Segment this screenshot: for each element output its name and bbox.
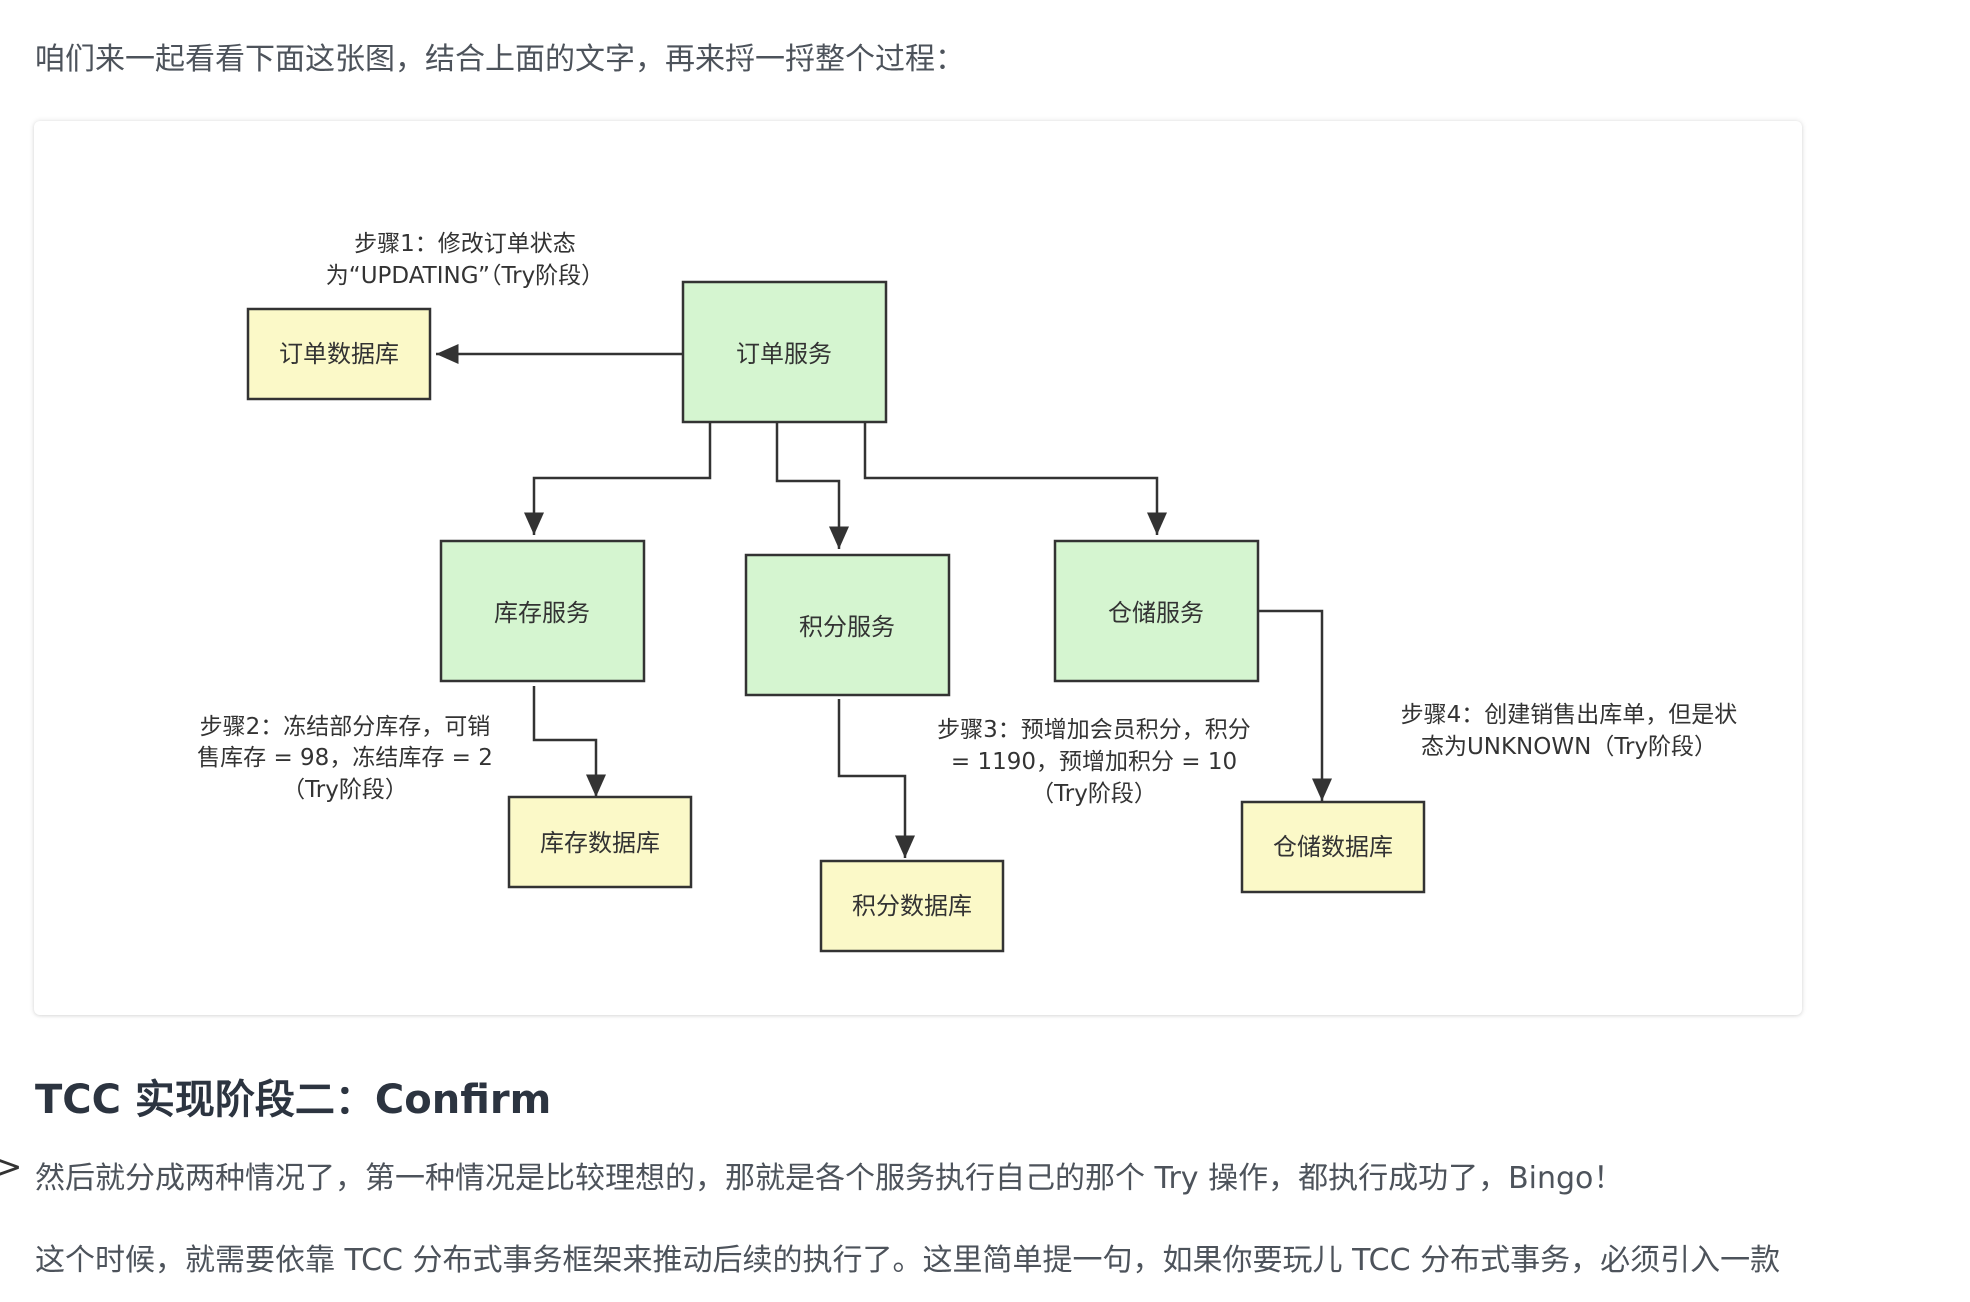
step3-note: 步骤3：预增加会员积分，积分 = 1190，预增加积分 = 10 （Try阶段） [937, 717, 1251, 807]
arrow-order-service-to-inventory-service [524, 422, 712, 535]
tcc-try-phase-figure: 订单服务 库存服务 积分服务 仓储服务 订单数据库 库存数据库 积分数据库 [34, 121, 1802, 1015]
warehouse-db-node: 仓储数据库 [1240, 800, 1426, 894]
arrow-order-service-to-warehouse-service [863, 422, 1167, 535]
order-db-node: 订单数据库 [246, 307, 432, 401]
points-service-node: 积分服务 [744, 553, 951, 697]
intro-paragraph: 咱们来一起看看下面这张图，结合上面的文字，再来捋一捋整个过程： [35, 42, 965, 77]
step1-note-line: 步骤1：修改订单状态 [354, 231, 576, 257]
inventory-service-label: 库存服务 [494, 599, 590, 627]
step2-note: 步骤2：冻结部分库存，可销 售库存 = 98，冻结库存 = 2 （Try阶段） [197, 714, 493, 803]
step4-note-line: 步骤4：创建销售出库单，但是状 [1401, 702, 1738, 728]
step2-note-line: 售库存 = 98，冻结库存 = 2 [197, 745, 493, 771]
step1-note-line: 为“UPDATING”（Try阶段） [326, 263, 604, 289]
chevron-right-icon[interactable]: > [0, 1147, 23, 1187]
arrow-inventory-service-to-inventory-db [532, 686, 606, 797]
step2-note-line: 步骤2：冻结部分库存，可销 [200, 714, 491, 740]
warehouse-db-label: 仓储数据库 [1273, 833, 1393, 861]
inventory-db-label: 库存数据库 [540, 829, 660, 857]
inventory-db-node: 库存数据库 [507, 795, 693, 889]
points-db-label: 积分数据库 [852, 892, 972, 920]
step4-note: 步骤4：创建销售出库单，但是状 态为UNKNOWN（Try阶段） [1401, 702, 1738, 760]
step3-note-line: （Try阶段） [1031, 781, 1157, 807]
arrow-warehouse-service-to-warehouse-db [1250, 609, 1332, 801]
step3-note-line: = 1190，预增加积分 = 10 [951, 749, 1237, 775]
inventory-service-node: 库存服务 [439, 539, 646, 683]
arrow-order-service-to-points-service [775, 422, 849, 549]
order-db-label: 订单数据库 [279, 340, 399, 368]
points-service-label: 积分服务 [799, 613, 895, 641]
body-paragraph-2: 这个时候，就需要依靠 TCC 分布式事务框架来推动后续的执行了。这里简单提一句，… [35, 1243, 1781, 1278]
step1-note: 步骤1：修改订单状态 为“UPDATING”（Try阶段） [326, 231, 604, 289]
section-heading: TCC 实现阶段二：Confirm [35, 1077, 552, 1123]
tcc-try-phase-diagram: 订单服务 库存服务 积分服务 仓储服务 订单数据库 库存数据库 积分数据库 [197, 231, 1738, 953]
body-paragraph-1: 然后就分成两种情况了，第一种情况是比较理想的，那就是各个服务执行自己的那个 Tr… [35, 1161, 1624, 1196]
warehouse-service-node: 仓储服务 [1053, 539, 1260, 683]
warehouse-service-label: 仓储服务 [1108, 599, 1204, 627]
order-service-label: 订单服务 [736, 340, 832, 368]
connectors [436, 344, 1332, 858]
step3-note-line: 步骤3：预增加会员积分，积分 [937, 717, 1251, 743]
points-db-node: 积分数据库 [819, 859, 1005, 953]
arrow-points-service-to-points-db [837, 699, 915, 858]
step4-note-line: 态为UNKNOWN（Try阶段） [1421, 734, 1717, 760]
order-service-node: 订单服务 [681, 280, 888, 424]
step2-note-line: （Try阶段） [282, 777, 408, 803]
